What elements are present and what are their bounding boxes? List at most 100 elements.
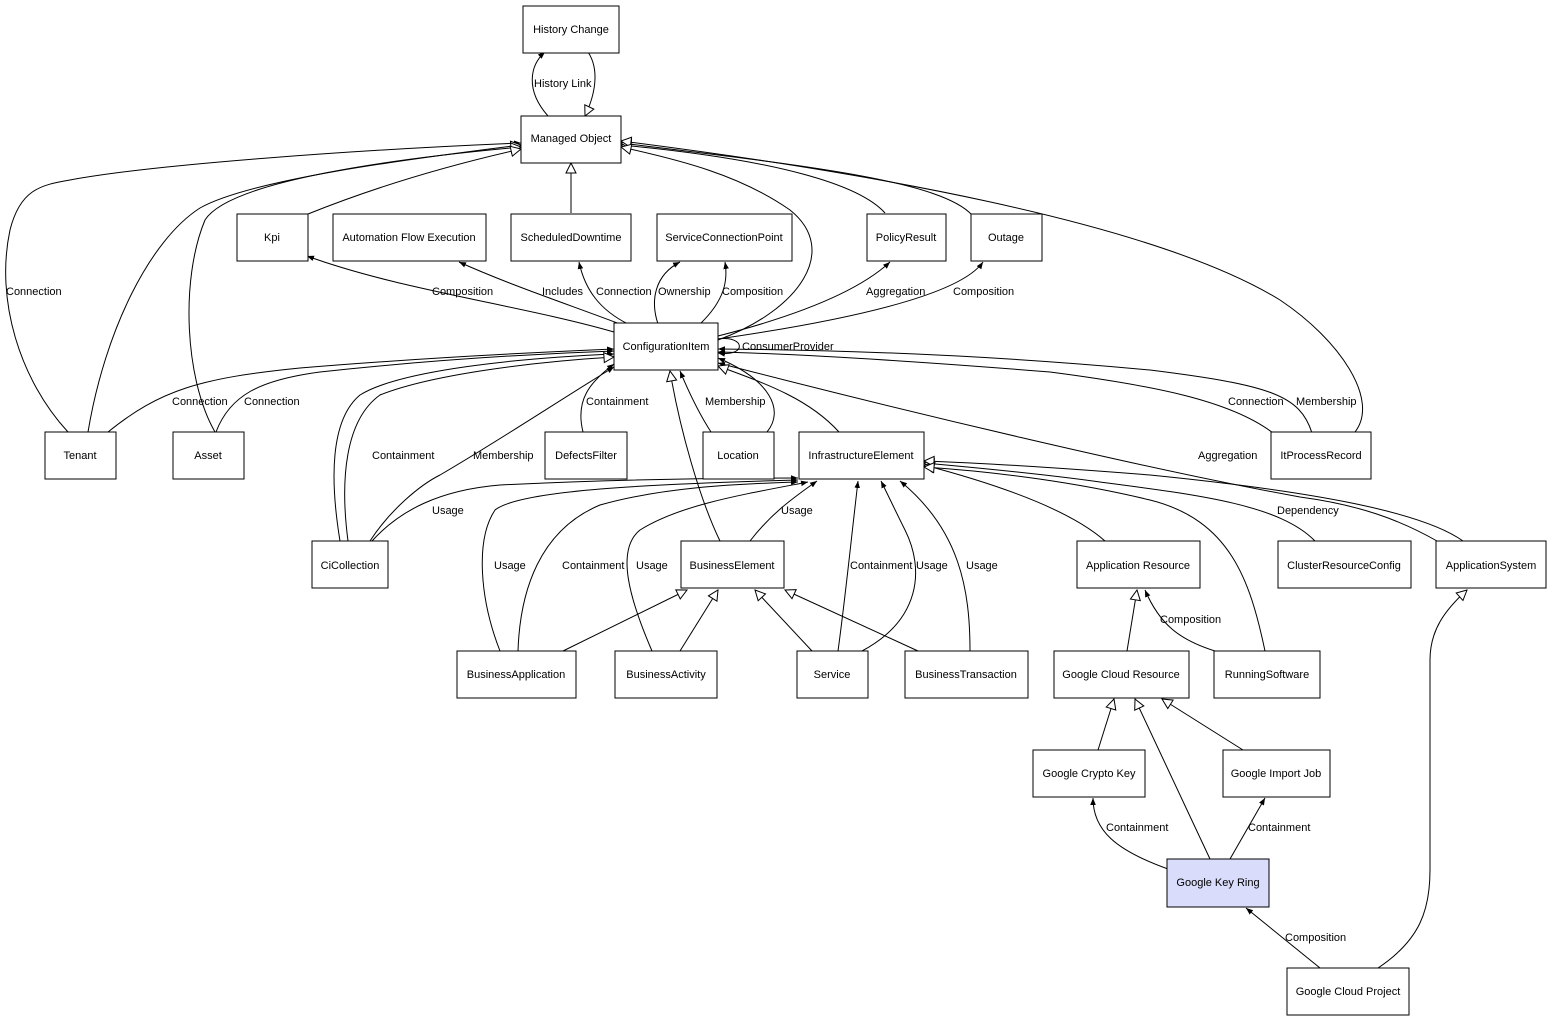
node-infrastructure-element[interactable]: InfrastructureElement (798, 431, 925, 480)
edge-label: Containment (372, 450, 434, 462)
edge-ci-collection-inherits-ci (344, 357, 614, 542)
edge-cloud-project-composition-key-ring: Composition (1245, 907, 1346, 969)
node-running-software[interactable]: RunningSoftware (1213, 650, 1321, 699)
node-google-cloud-resource[interactable]: Google Cloud Resource (1053, 650, 1190, 699)
node-label: Location (717, 450, 759, 462)
node-label: ClusterResourceConfig (1287, 560, 1401, 572)
node-business-activity[interactable]: BusinessActivity (614, 650, 718, 699)
node-scheduled-downtime[interactable]: ScheduledDowntime (510, 213, 632, 262)
edge-label: Aggregation (866, 286, 925, 298)
edge-kpi-inherits-managed-object (307, 149, 521, 215)
node-application-system[interactable]: ApplicationSystem (1435, 540, 1547, 589)
edge-business-element-inherits-ci (670, 371, 721, 542)
node-label: History Change (533, 24, 609, 36)
edge-service-inherits-be (755, 590, 813, 652)
edge-ci-consumer-provider-self: ConsumerProvider (717, 338, 834, 357)
node-location[interactable]: Location (702, 431, 775, 480)
edge-label: Includes (542, 286, 583, 298)
edge-label: Containment (586, 396, 648, 408)
node-label: ConfigurationItem (623, 341, 710, 353)
edge-label: Containment (562, 560, 624, 572)
edge-key-ring-containment-crypto-key: Containment (1090, 797, 1168, 870)
node-cluster-resource-config[interactable]: ClusterResourceConfig (1277, 540, 1412, 589)
edge-policy-result-inherits (621, 145, 886, 214)
edge-business-application-containment-ie: Containment (517, 479, 799, 652)
node-google-import-job[interactable]: Google Import Job (1222, 749, 1331, 798)
node-label: Tenant (63, 450, 96, 462)
node-policy-result[interactable]: PolicyResult (866, 213, 947, 262)
edge-label: Connection (596, 286, 652, 298)
edge-tenant-connection-ci: Connection (107, 346, 615, 433)
edge-label: Usage (966, 560, 998, 572)
edge-label: Usage (494, 560, 526, 572)
node-configuration-item[interactable]: ConfigurationItem (613, 322, 719, 371)
node-business-application[interactable]: BusinessApplication (456, 650, 577, 699)
node-google-crypto-key[interactable]: Google Crypto Key (1032, 749, 1146, 798)
node-outage[interactable]: Outage (970, 213, 1043, 262)
edge-asset-connection-ci: Connection (215, 348, 615, 433)
edge-it-process-record-membership-ci: Membership (717, 346, 1357, 434)
node-tenant[interactable]: Tenant (44, 431, 117, 480)
edge-infrastructure-element-inherits-ci (718, 366, 840, 433)
edge-history-link: History Link (531, 51, 596, 116)
edge-it-process-record-connection-ci: Connection (717, 349, 1284, 434)
edge-label: Usage (781, 505, 813, 517)
edge-ci-composition-outage: Composition (717, 261, 1014, 340)
edge-label: Composition (722, 286, 783, 298)
edge-ci-connection-scheduled-downtime: Connection (577, 261, 652, 325)
node-label: Asset (194, 450, 222, 462)
node-defects-filter[interactable]: DefectsFilter (544, 431, 628, 480)
node-business-transaction[interactable]: BusinessTransaction (904, 650, 1029, 699)
node-service[interactable]: Service (796, 650, 869, 699)
node-ci-collection[interactable]: CiCollection (311, 540, 389, 589)
node-label: Service (814, 669, 851, 681)
node-google-key-ring[interactable]: Google Key Ring (1166, 858, 1270, 908)
edge-application-resource-inherits-ie (924, 465, 1106, 542)
node-asset[interactable]: Asset (172, 431, 245, 480)
node-label: RunningSoftware (1225, 669, 1309, 681)
node-label: Google Import Job (1231, 768, 1322, 780)
node-label: Outage (988, 232, 1024, 244)
edge-business-element-usage-ie: Usage (749, 480, 818, 542)
node-managed-object[interactable]: Managed Object (520, 115, 622, 164)
edge-service-usage-ie: Usage (861, 480, 948, 652)
node-label: BusinessTransaction (915, 669, 1017, 681)
node-automation-flow-execution[interactable]: Automation Flow Execution (332, 213, 487, 262)
node-application-resource[interactable]: Application Resource (1076, 540, 1201, 589)
edge-key-ring-inherits-gcr (1135, 699, 1211, 860)
edge-label: Connection (172, 396, 228, 408)
edge-ci-collection-usage-ie: Usage (371, 475, 799, 542)
node-business-element[interactable]: BusinessElement (680, 540, 785, 589)
edge-asset-inherits-managed-object (188, 147, 521, 433)
edge-tenant-connection-managed-object: Connection (5, 140, 522, 433)
edge-label: Connection (244, 396, 300, 408)
node-service-connection-point[interactable]: ServiceConnectionPoint (656, 213, 793, 262)
edge-outage-inherits (621, 143, 973, 216)
node-label: Application Resource (1086, 560, 1190, 572)
edge-label: Composition (1160, 614, 1221, 626)
edge-label: Dependency (1277, 505, 1339, 517)
edge-cloud-project-inherits-application-system (1377, 590, 1467, 969)
node-label: PolicyResult (876, 232, 937, 244)
node-label: Kpi (264, 232, 280, 244)
node-history-change[interactable]: History Change (522, 5, 620, 54)
edge-location-membership-ci: Membership (679, 357, 775, 433)
node-label: Google Crypto Key (1043, 768, 1136, 780)
node-label: BusinessActivity (626, 669, 706, 681)
node-label: BusinessApplication (467, 669, 565, 681)
edge-business-application-usage-ie: Usage (481, 477, 799, 652)
node-google-cloud-project[interactable]: Google Cloud Project (1286, 967, 1410, 1016)
edge-label: Composition (1285, 932, 1346, 944)
edge-import-job-inherits-gcr (1162, 699, 1244, 751)
edge-label: Membership (1296, 396, 1357, 408)
node-label: Google Key Ring (1176, 877, 1259, 889)
edge-crypto-key-inherits-gcr (1097, 699, 1114, 751)
node-it-process-record[interactable]: ItProcessRecord (1270, 431, 1372, 480)
node-kpi[interactable]: Kpi (236, 213, 309, 262)
edge-service-containment-ie: Containment (837, 480, 912, 652)
edge-label: History Link (534, 78, 592, 90)
edge-cluster-resource-config-inherits-ie: Dependency (924, 463, 1339, 542)
node-label: ApplicationSystem (1446, 560, 1537, 572)
edge-ci-aggregation-policy-result: Aggregation (717, 261, 925, 337)
edge-defects-filter-containment-ci: Containment (580, 363, 648, 433)
